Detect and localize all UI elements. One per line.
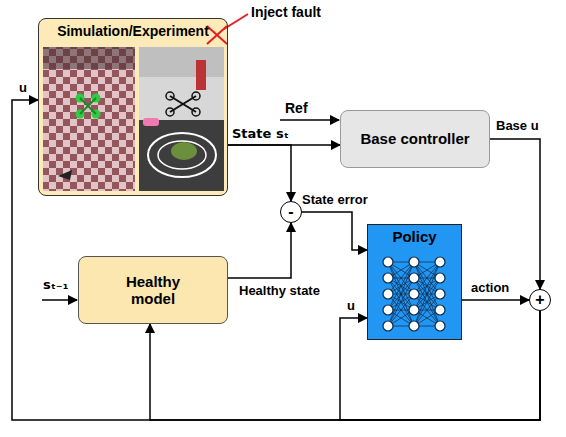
signal-arrow [462,299,529,301]
signal-arrow [228,145,291,201]
signal-label: State error [301,192,369,208]
difference-junction: - [280,201,302,223]
node-label: Healthy model [113,273,193,308]
junction-sign: + [535,292,544,308]
simulation-panel: Simulation/Experiment [38,18,228,196]
simulation-image [43,47,135,191]
process-box: Healthy model [78,256,228,324]
signal-label: Healthy state [238,283,321,299]
signal-arrow [490,139,540,289]
policy-fill [367,224,462,340]
signal-label: sₜ₋₁ [42,277,69,293]
signal-arrow [150,311,540,420]
policy-box: Policy [367,224,462,340]
signal-label: u [346,298,356,314]
experiment-image [139,47,224,191]
signal-label: Ref [284,100,309,117]
junction-sign: - [288,204,293,220]
signal-arrow [228,223,291,278]
node-label: Simulation/Experiment [57,23,209,39]
prev-state-arrow [42,299,77,301]
sum-junction: + [529,289,551,311]
signal-label: State sₜ [231,126,290,142]
process-box: Base controller [340,110,490,168]
signal-label: action [470,280,510,296]
signal-arrow [302,212,367,250]
panel-fill [38,18,228,196]
node-label: Base controller [360,130,469,147]
neural-network-icon [383,257,445,331]
signal-label: Base u [495,118,540,134]
signal-arrow [12,100,540,420]
signal-label: u [18,80,28,96]
signal-arrow [340,311,540,420]
fault-label: Inject fault [250,4,322,21]
node-label: Policy [392,228,436,245]
ref-arrow [280,119,339,121]
